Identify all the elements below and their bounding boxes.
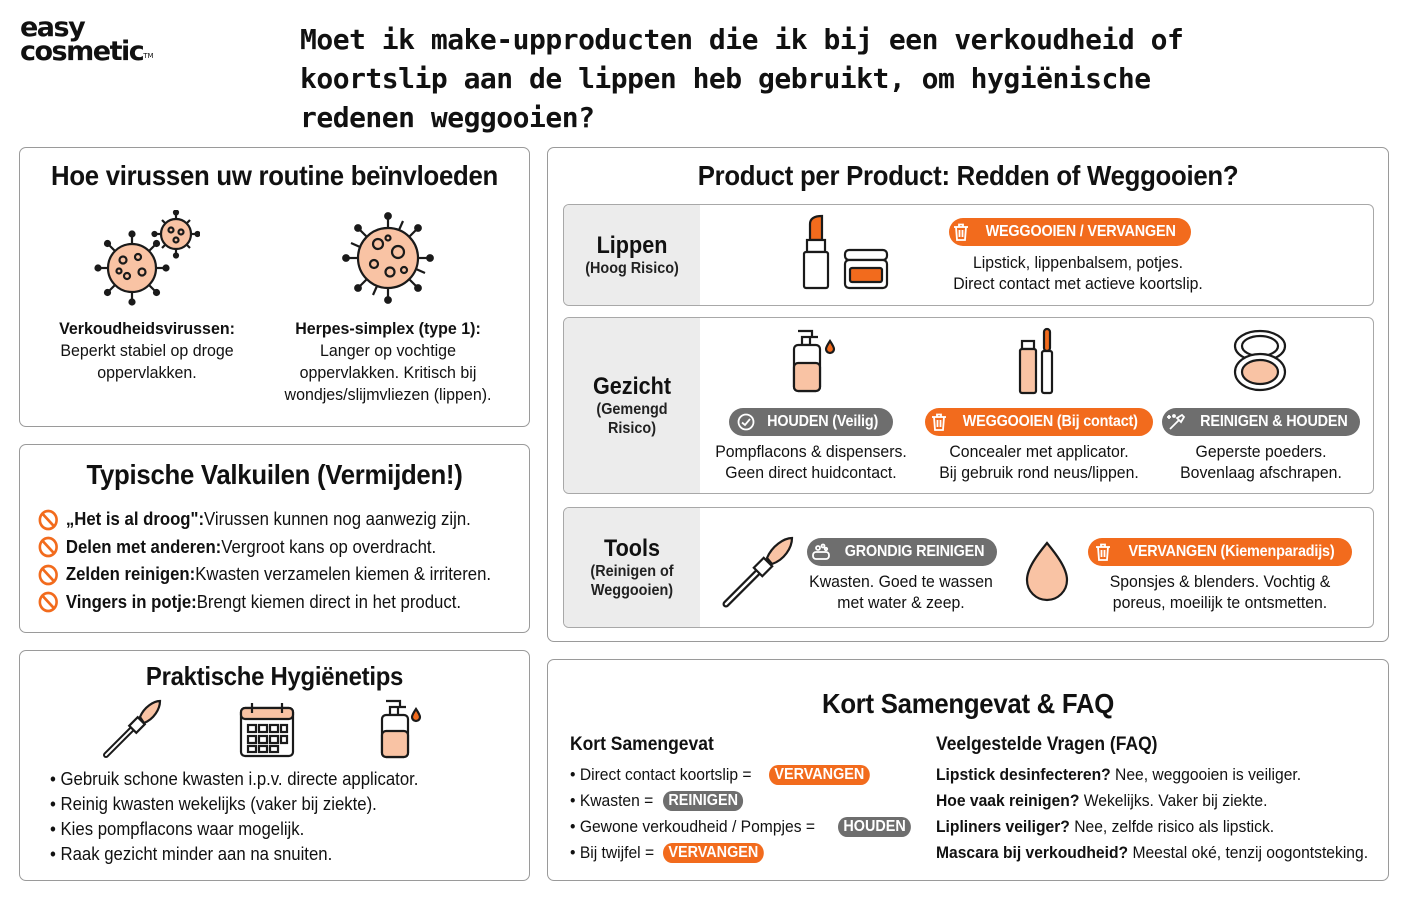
pitfalls-panel: Typische Valkuilen (Vermijden!)	[19, 444, 530, 633]
lipstick-icon	[802, 214, 830, 290]
summary-heading: Kort Samengevat	[570, 734, 714, 755]
sponge-icon	[1025, 541, 1069, 602]
tip-item: • Kies pompflacons waar mogelijk.	[50, 819, 305, 839]
products-title: Product per Product: Redden of Weggooien…	[697, 160, 1239, 191]
faq-item: Lipliners veiliger? Nee, zelfde risico a…	[936, 817, 1275, 836]
viruses-panel: Hoe virussen uw routine beïnvloeden	[19, 147, 530, 427]
deep-clean-badge: GRONDIG REINIGEN	[807, 538, 997, 566]
tips-list: • Gebruik schone kwasten i.p.v. directe …	[50, 767, 446, 867]
tips-panel: Praktische Hygiënetips	[19, 650, 530, 881]
tools-item-description: Kwasten. Goed te wassen met water & zeep…	[809, 572, 993, 612]
compact-powder-icon	[1233, 329, 1287, 392]
logo-tm: TM	[143, 52, 154, 60]
viruses-title: Hoe virussen uw routine beïnvloeden	[51, 160, 498, 191]
tip-item: • Raak gezicht minder aan na snuiten.	[50, 844, 333, 864]
pitfall-item: Vingers in potje: Brengt kiemen direct i…	[38, 589, 491, 617]
soap-icon	[812, 543, 831, 560]
tools-row: Tools (Reinigen of Weggooien)	[563, 507, 1374, 628]
tips-title: Praktische Hygiënetips	[145, 661, 404, 691]
cold-virus-caption: Verkoudheidsvirussen: Beperkt stabiel op…	[59, 319, 235, 382]
faq-item: Hoe vaak reinigen? Wekelijks. Vaker bij …	[936, 791, 1268, 810]
faq-heading: Veelgestelde Vragen (FAQ)	[936, 734, 1158, 755]
pitfall-item: Zelden reinigen: Kwasten verzamelen kiem…	[38, 561, 491, 589]
clean-keep-badge: REINIGEN & HOUDEN	[1162, 408, 1360, 436]
lip-balm-jar-icon	[843, 248, 889, 290]
page-title: Moet ik make-upproducten die ik bij een …	[300, 23, 1184, 134]
logo-line-2: cosmeticTM	[20, 36, 154, 67]
replace-tag: VERVANGEN	[769, 765, 870, 785]
prohibited-icon	[38, 509, 58, 531]
pump-bottle-icon	[380, 699, 422, 759]
trash-icon	[1095, 543, 1110, 561]
logo-line-1: easy	[20, 12, 86, 43]
summary-panel: Kort Samengevat & FAQ	[547, 659, 1389, 881]
summary-title: Kort Samengevat & FAQ	[822, 688, 1114, 719]
face-item-description: Concealer met applicator. Bij gebruik ro…	[939, 442, 1139, 482]
tip-item: • Gebruik schone kwasten i.p.v. directe …	[50, 769, 419, 789]
faq-item: Lipstick desinfecteren? Nee, weggooien i…	[936, 765, 1302, 784]
prohibited-icon	[38, 591, 58, 613]
discard-on-contact-badge: WEGGOOIEN (Bij contact)	[925, 408, 1153, 436]
prohibited-icon	[38, 564, 58, 586]
brush-icon	[722, 536, 794, 608]
prohibited-icon	[38, 536, 58, 558]
lips-label: Lippen (Hoog Risico)	[564, 205, 700, 305]
pitfall-item: „Het is al droog": Virussen kunnen nog a…	[38, 506, 491, 534]
pitfalls-title: Typische Valkuilen (Vermijden!)	[86, 459, 463, 490]
faq-list: Lipstick desinfecteren? Nee, weggooien i…	[936, 762, 1406, 866]
herpes-virus-icon	[342, 212, 434, 304]
summary-line: • Kwasten =REINIGEN	[570, 788, 920, 814]
keep-safe-badge: HOUDEN (Veilig)	[729, 408, 893, 436]
keep-tag: HOUDEN	[838, 817, 912, 837]
pitfall-item: Delen met anderen: Vergroot kans op over…	[38, 534, 491, 562]
concealer-icon	[1018, 327, 1054, 395]
herpes-caption: Herpes-simplex (type 1): Langer op vocht…	[284, 319, 492, 404]
summary-line: • Bij twijfel =VERVANGEN	[570, 840, 920, 866]
brush-icon	[103, 699, 162, 758]
summary-line: • Gewone verkoudheid / Pompjes =HOUDEN	[570, 814, 920, 840]
face-item-description: Geperste poeders. Bovenlaag afschrapen.	[1180, 442, 1342, 482]
pitfalls-list: „Het is al droog": Virussen kunnen nog a…	[38, 506, 525, 616]
lips-description: Lipstick, lippenbalsem, potjes. Direct c…	[953, 253, 1203, 293]
trash-icon	[954, 223, 969, 241]
summary-line: • Direct contact koortslip =VERVANGEN	[570, 762, 920, 788]
summary-list: • Direct contact koortslip =VERVANGEN • …	[570, 762, 920, 866]
clean-tag: REINIGEN	[662, 791, 743, 811]
faq-item: Mascara bij verkoudheid? Meestal oké, te…	[936, 843, 1369, 862]
cold-virus-icon	[94, 210, 200, 306]
tip-item: • Reinig kwasten wekelijks (vaker bij zi…	[50, 794, 377, 814]
replace-tag: VERVANGEN	[663, 843, 765, 863]
discard-replace-badge: WEGGOOIEN / VERVANGEN	[949, 218, 1191, 246]
brand-logo: easy cosmeticTM	[20, 12, 180, 67]
face-item-description: Pompflacons & dispensers. Geen direct hu…	[715, 442, 907, 482]
tools-item-description: Sponsjes & blenders. Vochtig & poreus, m…	[1109, 572, 1331, 612]
check-circle-icon	[737, 413, 755, 431]
replace-germ-badge: VERVANGEN (Kiemenparadijs)	[1088, 538, 1352, 566]
trash-icon	[931, 413, 946, 431]
face-label: Gezicht (Gemengd Risico)	[564, 318, 700, 493]
cleaning-brush-icon	[1167, 413, 1186, 430]
tools-label: Tools (Reinigen of Weggooien)	[564, 508, 700, 627]
pump-bottle-icon	[792, 329, 836, 393]
calendar-icon	[239, 703, 295, 758]
